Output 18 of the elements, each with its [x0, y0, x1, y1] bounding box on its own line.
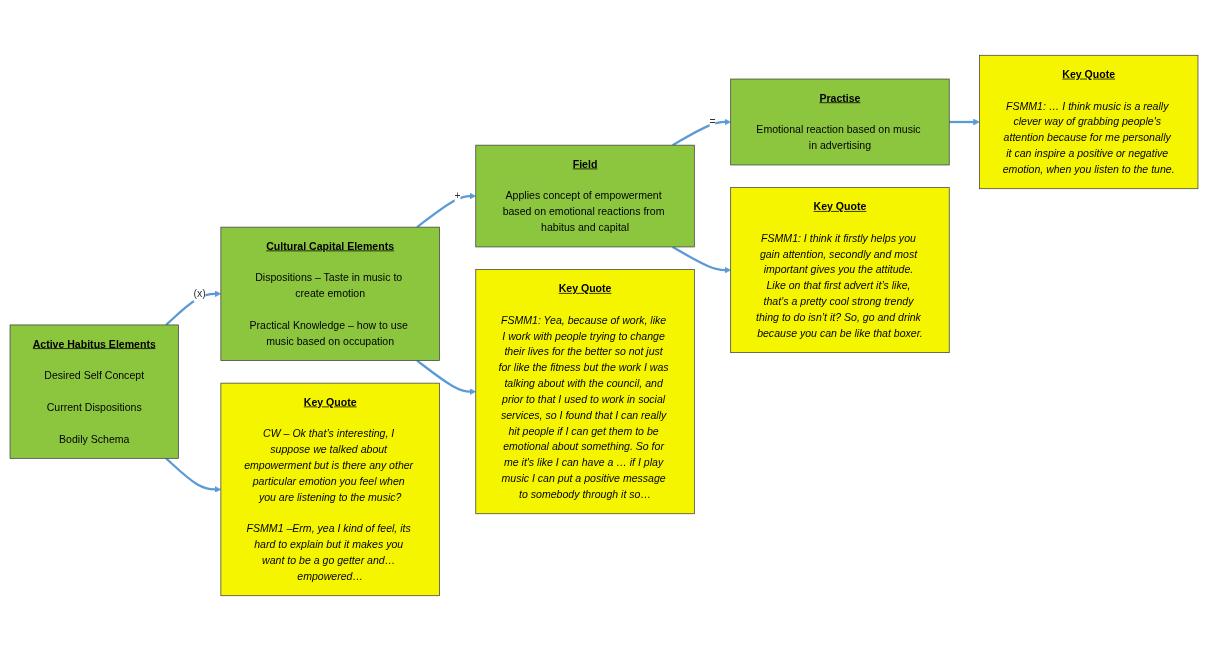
arrow — [416, 192, 477, 228]
node-box: Key Quote FSMM1: Yea, because of work, like I work with people trying to change their lives for the better so not just for like the fitness but the work I was talking about with the council, and prior to that I used to work in social services, so I found that I can really hit people if I can get them to be emotional about something. So for me it's like I can have a … if I play music I can put a positive message to somebody through it so… — [475, 268, 695, 514]
node-box: Key Quote FSMM1: I think it firstly helps you gain attention, secondly and most important gives you the attitude. Like on that first advert it’s like, that’s a pretty cool strong trendy thing to do isn’t it? So, go and drink because you can be like that boxer. — [730, 186, 950, 353]
node-box: Cultural Capital Elements Dispositions – Taste in music to create emotion Practical Knowledge – how to use music based on occupation — [220, 226, 440, 361]
edge-label: = — [709, 115, 716, 128]
arrow — [672, 118, 731, 146]
arrow — [165, 457, 222, 493]
arrow — [949, 118, 980, 125]
arrow — [165, 290, 222, 326]
arrow — [672, 245, 731, 273]
edge-label: + — [454, 189, 461, 202]
node-box: Key Quote CW – Ok that’s interesting, I suppose we talked about empowerment but is there any other particular emotion you feel when you are listening to the music? FSMM1 –Erm, yea I kind of feel, its hard to explain but it makes you want to be a go getter and… empowered… — [220, 382, 440, 596]
node-box: Field Applies concept of empowerment based on emotional reactions from habitus and capital — [475, 144, 695, 247]
edge-label: (x) — [193, 286, 206, 299]
node-box: Practise Emotional reaction based on music in advertising — [730, 78, 950, 165]
node-box: Key Quote FSMM1: … I think music is a really clever way of grabbing people's attention because for me personally it can inspire a positive or negative emotion, when you listen to the tune. — [979, 54, 1199, 189]
arrow — [416, 359, 477, 395]
node-box: Active Habitus Elements Desired Self Concept Current Dispositions Bodily Schema — [9, 324, 179, 459]
